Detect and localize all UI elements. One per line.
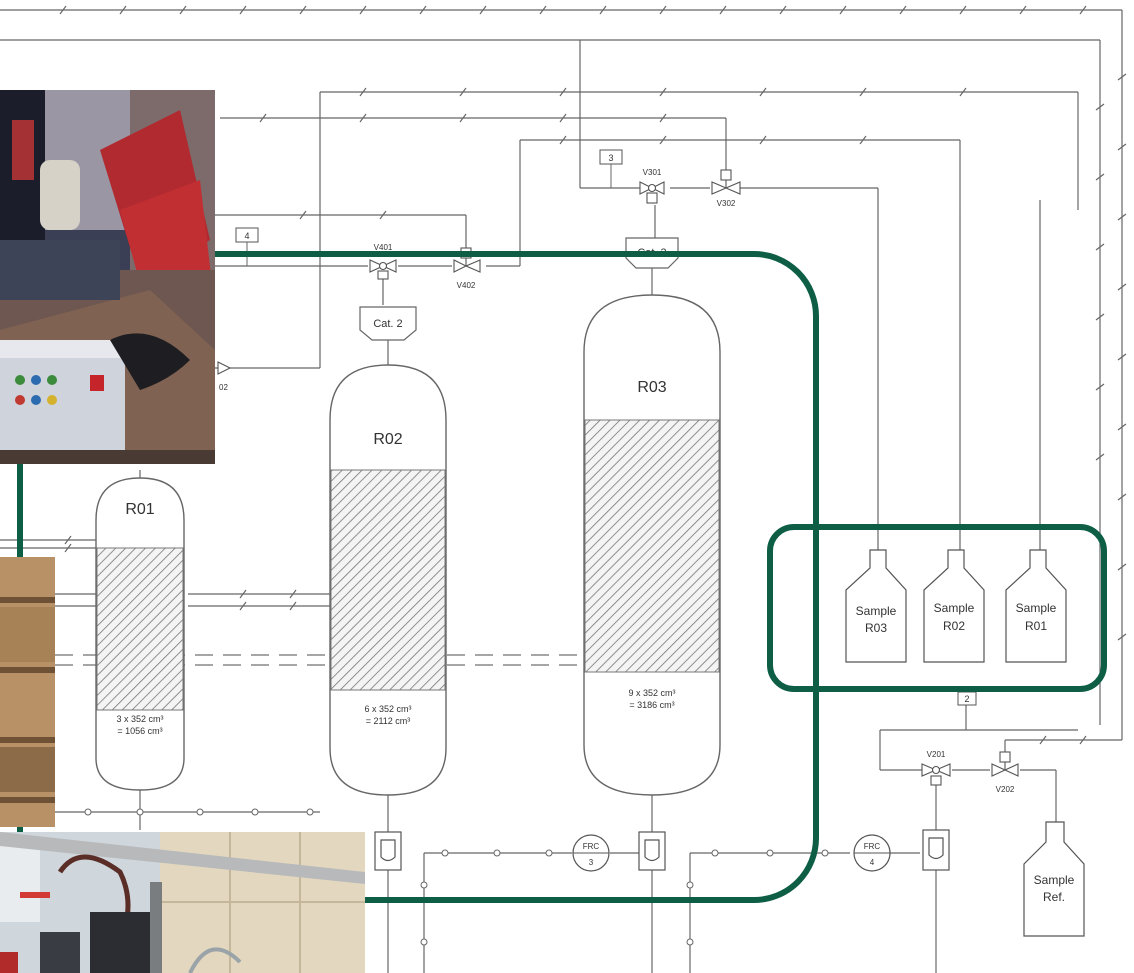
line-number-3: 3 (599, 149, 623, 188)
reactor-r03-label: R03 (637, 379, 666, 396)
valve-v401-label: V401 (374, 243, 393, 252)
valves (217, 169, 1019, 786)
svg-text:FRC: FRC (864, 842, 881, 851)
svg-text:2: 2 (964, 694, 969, 704)
sample-bottle-r02: Sample R02 (923, 549, 985, 663)
valve-v302-label: V302 (717, 199, 736, 208)
svg-text:Sample: Sample (934, 601, 975, 615)
photo-wooden-cabinet (0, 557, 55, 827)
svg-text:FRC: FRC (583, 842, 600, 851)
sample-bottle-r01: Sample R01 (1005, 549, 1067, 663)
frc-3: FRC 3 (572, 834, 610, 872)
reactor-r03-volume-total: = 3186 cm³ (629, 700, 674, 710)
reactor-r01: R01 3 x 352 cm³ = 1056 cm³ (95, 477, 185, 791)
valve-v201-label: V201 (927, 750, 946, 759)
pipe-tick-marks (59, 5, 1127, 745)
valve-v301-label: V301 (643, 168, 662, 177)
reactor-r03-volume: 9 x 352 cm³ (628, 688, 675, 698)
catalyst-pot-2: Cat. 2 (359, 306, 417, 341)
svg-text:Ref.: Ref. (1043, 890, 1065, 904)
reactor-r03: R03 9 x 352 cm³ = 3186 cm³ (583, 294, 721, 796)
photo-instrument-on-desk (0, 90, 215, 464)
svg-text:3: 3 (608, 153, 613, 163)
flow-meters (374, 829, 950, 871)
line-number-4: 4 (235, 227, 259, 266)
valve-v202-label: V202 (996, 785, 1015, 794)
reactor-r01-label: R01 (125, 501, 154, 518)
valve-labels: V301 V302 V401 V402 V201 V202 02 (219, 168, 1015, 794)
svg-text:4: 4 (244, 231, 249, 241)
svg-text:Sample: Sample (856, 604, 897, 618)
reactor-r01-volume-total: = 1056 cm³ (117, 726, 162, 736)
sample-bottle-ref: Sample Ref. (1023, 821, 1085, 937)
svg-text:R01: R01 (1025, 619, 1047, 633)
sample-bottle-r03: Sample R03 (845, 549, 907, 663)
svg-text:R02: R02 (943, 619, 965, 633)
svg-text:4: 4 (870, 858, 875, 867)
samples-highlight-frame (767, 524, 1107, 692)
reactor-r02-volume: 6 x 352 cm³ (364, 704, 411, 714)
pipe-junction-dots (84, 808, 829, 946)
reactor-r02-volume-total: = 2112 cm³ (366, 716, 411, 726)
svg-text:Cat. 2: Cat. 2 (373, 318, 402, 330)
svg-text:Sample: Sample (1016, 601, 1057, 615)
valve-02-label: 02 (219, 383, 228, 392)
frc-4: FRC 4 (853, 834, 891, 872)
line-number-2: 2 (957, 691, 977, 706)
photo-lab-setup (0, 832, 365, 973)
reactor-r02: R02 6 x 352 cm³ = 2112 cm³ (329, 364, 447, 796)
reactor-r02-label: R02 (373, 431, 402, 448)
reactor-r01-volume: 3 x 352 cm³ (116, 714, 163, 724)
svg-text:3: 3 (589, 858, 594, 867)
svg-text:R03: R03 (865, 621, 887, 635)
svg-text:Sample: Sample (1034, 873, 1075, 887)
valve-v402-label: V402 (457, 281, 476, 290)
